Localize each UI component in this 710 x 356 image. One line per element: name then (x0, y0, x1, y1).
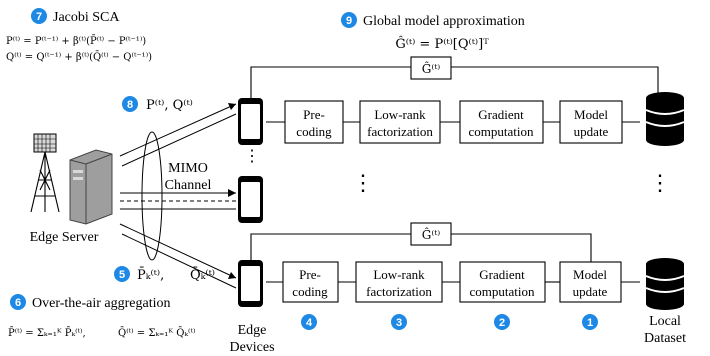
phone-icon-middle (238, 176, 263, 223)
bottom-precoding-line2: coding (292, 284, 328, 299)
step-badge-4 (301, 314, 317, 330)
step-number-3: 3 (396, 317, 402, 329)
step-badge-3 (391, 314, 407, 330)
top-feedback-loop (250, 66, 659, 98)
mimo-label-line2: Channel (165, 178, 212, 193)
mimo-label-line1: MIMO (168, 161, 208, 176)
top-precoding-line2: coding (296, 124, 332, 139)
global-model-label: Global model approximation (363, 14, 525, 29)
top-gradient-line2: computation (469, 124, 534, 139)
phone-icon-top (238, 98, 263, 145)
q-update-equation: Q⁽ᵗ⁾ = Q⁽ᵗ⁻¹⁾ + β⁽ᵗ⁾(Q̄⁽ᵗ⁾ − Q⁽ᵗ⁻¹⁾) (6, 51, 152, 63)
top-lowrank-line1: Low-rank (374, 107, 426, 122)
jacobi-sca-label: Jacobi SCA (53, 10, 120, 25)
p-sum-equation: P̄⁽ᵗ⁾ = Σₖ₌₁ᴷ P̄ₖ⁽ᵗ⁾, (8, 327, 86, 339)
step-number-6: 6 (15, 297, 21, 309)
edge-server-label: Edge Server (30, 230, 99, 245)
q-sum-equation: Q̄⁽ᵗ⁾ = Σₖ₌₁ᴷ Q̄ₖ⁽ᵗ⁾ (118, 327, 195, 339)
edge-devices-label-line1: Edge (238, 323, 267, 338)
top-lowrank-box (359, 100, 441, 144)
p-update-equation: P⁽ᵗ⁾ = P⁽ᵗ⁻¹⁾ + β⁽ᵗ⁾(P̄⁽ᵗ⁾ − P⁽ᵗ⁻¹⁾) (6, 35, 146, 47)
downlink-arrowheads (228, 103, 236, 279)
antenna-tower-icon (30, 133, 60, 213)
step-number-9: 9 (346, 15, 352, 27)
top-model-update-line2: update (574, 124, 609, 139)
bottom-g-hat-box (410, 222, 452, 246)
bottom-model-update-box (559, 261, 622, 303)
step-badge-7 (31, 8, 47, 24)
bottom-lowrank-line2: factorization (366, 284, 432, 299)
server-icon (69, 149, 113, 225)
step-badge-2 (494, 314, 510, 330)
local-dataset-label-line1: Local (649, 314, 681, 329)
step-badge-5 (114, 266, 130, 282)
mimo-channel-lines (119, 103, 237, 289)
top-local-dataset-icon (645, 92, 685, 146)
phone-icon-bottom (238, 260, 263, 307)
uplink-q-label: Q̄ₖ⁽ᵗ⁾ (190, 267, 215, 283)
bottom-gradient-line2: computation (470, 284, 535, 299)
top-precoding-box (284, 100, 344, 144)
step-badge-1 (582, 314, 598, 330)
phone-ellipsis: ⋮ (244, 148, 260, 165)
step-number-7: 7 (36, 11, 42, 23)
top-g-hat-label: Ĝ⁽ᵗ⁾ (422, 60, 440, 76)
top-gradient-line1: Gradient (478, 107, 524, 122)
step-number-5: 5 (119, 269, 125, 281)
step-number-2: 2 (499, 317, 505, 329)
top-lowrank-line2: factorization (367, 124, 433, 139)
middle-ellipsis-dataset: ⋮ (649, 170, 671, 195)
global-model-equation: Ĝ⁽ᵗ⁾ = P⁽ᵗ⁾[Q⁽ᵗ⁾]ᵀ (395, 35, 489, 52)
top-model-update-box (559, 100, 623, 144)
bottom-precoding-line1: Pre- (299, 267, 321, 282)
local-dataset-label-line2: Dataset (644, 331, 686, 346)
ota-aggregation-label: Over-the-air aggregation (32, 296, 170, 311)
top-precoding-line1: Pre- (303, 107, 325, 122)
downlink-pq-label: P⁽ᵗ⁾, Q⁽ᵗ⁾ (146, 98, 193, 113)
step-badge-9 (341, 12, 357, 28)
uplink-p-label: P̄ₖ⁽ᵗ⁾, (137, 267, 164, 283)
bottom-lowrank-line1: Low-rank (373, 267, 425, 282)
top-g-hat-box (410, 56, 452, 80)
bottom-g-hat-label: Ĝ⁽ᵗ⁾ (422, 226, 440, 242)
step-number-1: 1 (587, 317, 593, 329)
mimo-channel-ellipse (141, 131, 163, 261)
bottom-lowrank-box (355, 261, 443, 303)
step-badge-8 (122, 96, 138, 112)
step-number-4: 4 (306, 317, 313, 329)
bottom-gradient-line1: Gradient (479, 267, 525, 282)
step-badge-6 (10, 294, 26, 310)
bottom-local-dataset-icon (645, 258, 685, 310)
middle-ellipsis-pipeline: ⋮ (352, 170, 374, 195)
bottom-model-update-line1: Model (573, 267, 607, 282)
edge-devices-label-line2: Devices (229, 340, 274, 355)
bottom-model-update-line2: update (573, 284, 608, 299)
top-model-update-line1: Model (574, 107, 608, 122)
step-number-8: 8 (127, 99, 133, 111)
